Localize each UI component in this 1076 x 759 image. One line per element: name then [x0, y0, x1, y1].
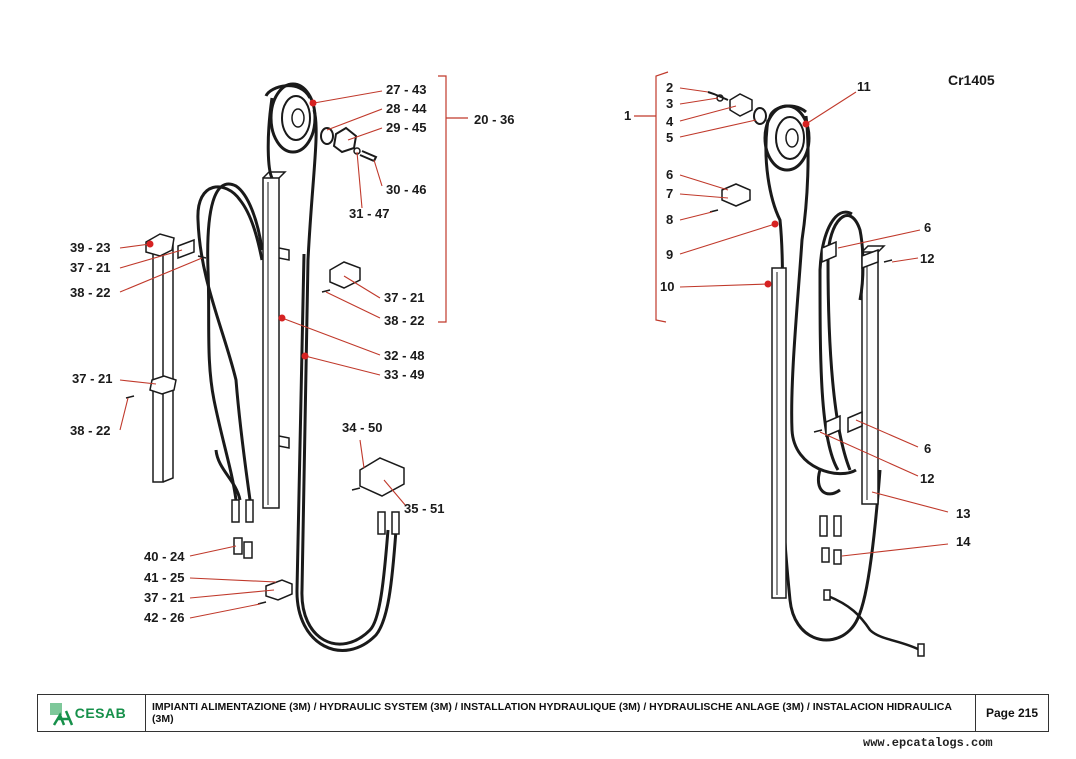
callout-40-24: 40 - 24 [144, 549, 185, 564]
right-bushing [729, 93, 753, 117]
callout-37-21-b: 37 - 21 [384, 290, 424, 305]
callout-11: 11 [857, 79, 871, 94]
callout-14: 14 [956, 534, 971, 549]
callout-34-50: 34 - 50 [342, 420, 382, 435]
website-url: www.epcatalogs.com [863, 736, 993, 750]
callout-2: 2 [666, 80, 673, 95]
logo-box: CESAB [38, 695, 146, 731]
callout-38-22-c: 38 - 22 [70, 423, 110, 438]
right-assembly [707, 91, 925, 657]
callout-6-b: 6 [924, 220, 931, 235]
left-assembly [125, 82, 405, 652]
callout-39-23: 39 - 23 [70, 240, 110, 255]
right-callouts: 1 2 3 4 5 11 6 7 8 9 10 6 12 6 12 13 14 [624, 79, 971, 549]
left-rail [152, 242, 174, 483]
callout-41-25: 41 - 25 [144, 570, 184, 585]
callout-42-26: 42 - 26 [144, 610, 184, 625]
logo-text: CESAB [74, 705, 127, 721]
callout-12-b: 12 [920, 471, 934, 486]
callout-6-a: 6 [666, 167, 673, 182]
right-rail [861, 251, 879, 505]
title-block: CESAB IMPIANTI ALIMENTAZIONE (3M) / HYDR… [37, 694, 1049, 732]
callout-31-47: 31 - 47 [349, 206, 389, 221]
right-leaders [679, 87, 949, 557]
callout-7: 7 [666, 186, 673, 201]
left-leaders [119, 90, 407, 619]
right-group-brace [634, 71, 669, 323]
left-hose-coil [196, 185, 264, 501]
callout-37-21-a: 37 - 21 [70, 260, 110, 275]
callout-5: 5 [666, 130, 673, 145]
callout-12-a: 12 [920, 251, 934, 266]
left-mast-channel [262, 177, 280, 509]
callout-30-46: 30 - 46 [386, 182, 426, 197]
callout-9: 9 [666, 247, 673, 262]
callout-32-48: 32 - 48 [384, 348, 424, 363]
left-clamp [329, 261, 361, 289]
callout-35-51: 35 - 51 [404, 501, 444, 516]
left-group-brace [438, 75, 468, 323]
callout-38-22-a: 38 - 22 [70, 285, 110, 300]
cesab-logo-icon [50, 703, 74, 726]
callout-8: 8 [666, 212, 673, 227]
left-bolt [359, 150, 378, 162]
callout-1: 1 [624, 108, 631, 123]
drawing-title: IMPIANTI ALIMENTAZIONE (3M) / HYDRAULIC … [146, 695, 976, 731]
callout-20-36: 20 - 36 [474, 112, 514, 127]
callout-3: 3 [666, 96, 673, 111]
callout-4: 4 [666, 114, 674, 129]
right-dots [764, 120, 810, 288]
callout-6-c: 6 [924, 441, 931, 456]
left-ring [320, 127, 334, 145]
callout-33-49: 33 - 49 [384, 367, 424, 382]
callout-28-44: 28 - 44 [386, 101, 427, 116]
callout-38-22-b: 38 - 22 [384, 313, 424, 328]
callout-37-21-d: 37 - 21 [144, 590, 184, 605]
left-block [359, 457, 405, 497]
left-callouts: 27 - 43 28 - 44 29 - 45 20 - 36 30 - 46 … [70, 82, 514, 625]
left-hose-main [266, 97, 390, 646]
callout-10: 10 [660, 279, 674, 294]
callout-27-43: 27 - 43 [386, 82, 426, 97]
callout-37-21-c: 37 - 21 [72, 371, 112, 386]
left-dots [146, 99, 317, 360]
drawing-code: Cr1405 [948, 72, 995, 88]
left-bushing [332, 126, 358, 154]
callout-13: 13 [956, 506, 970, 521]
page-number: Page 215 [985, 706, 1039, 720]
callout-29-45: 29 - 45 [386, 120, 426, 135]
right-mast-channel [771, 267, 787, 599]
